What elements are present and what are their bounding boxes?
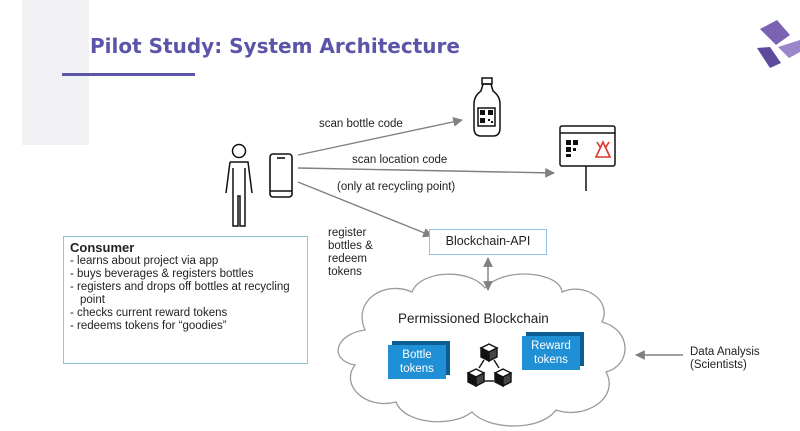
purple-geometric-logo-icon: [757, 20, 800, 68]
title-underline: [62, 73, 195, 76]
label-line: tokens: [328, 266, 362, 278]
consumer-title: Consumer: [70, 240, 135, 255]
arrow-scan-location: [297, 167, 555, 178]
token-label-line: tokens: [400, 363, 434, 375]
token-label-line: Bottle: [402, 349, 432, 361]
bottle-with-qr-code-icon: [473, 77, 501, 137]
token-label-line: tokens: [534, 354, 568, 366]
smartphone-icon: [269, 153, 293, 198]
label-scan-location: scan location code: [352, 154, 447, 166]
list-item: redeems tokens for “goodies”: [70, 320, 301, 333]
list-item: registers and drops off bottles at recyc…: [70, 281, 301, 307]
consumer-box: Consumer learns about project via app bu…: [63, 236, 308, 364]
permissioned-blockchain-label: Permissioned Blockchain: [398, 311, 549, 326]
label-register-bottles: register bottles & redeem tokens: [328, 227, 373, 279]
consumer-list: learns about project via app buys bevera…: [70, 255, 301, 333]
recycling-sign-with-qr-code-icon: [559, 125, 616, 191]
label-line: register: [328, 227, 367, 239]
bottle-tokens-box: Bottle tokens: [388, 345, 446, 379]
arrow-scan-bottle: [297, 117, 463, 156]
label-line: Data Analysis: [690, 346, 760, 358]
blockchain-cubes-icon: [466, 343, 513, 388]
list-item: learns about project via app: [70, 255, 301, 268]
label-line: redeem: [328, 253, 367, 265]
label-only-recycling: (only at recycling point): [337, 181, 455, 193]
token-label-line: Reward: [531, 340, 571, 352]
list-item: buys beverages & registers bottles: [70, 268, 301, 281]
decorative-side-strip: [22, 0, 89, 145]
slide-title: Pilot Study: System Architecture: [90, 34, 460, 58]
blockchain-api-box: Blockchain-API: [429, 229, 547, 255]
label-scan-bottle: scan bottle code: [319, 118, 403, 130]
list-item: checks current reward tokens: [70, 307, 301, 320]
reward-tokens-box: Reward tokens: [522, 336, 580, 370]
person-icon: [225, 143, 253, 227]
label-line: (Scientists): [690, 359, 747, 371]
label-line: bottles &: [328, 240, 373, 252]
arrow-register: [297, 181, 433, 238]
recycling-symbol-icon: [594, 140, 612, 158]
data-analysis-label: Data Analysis (Scientists): [690, 346, 760, 372]
